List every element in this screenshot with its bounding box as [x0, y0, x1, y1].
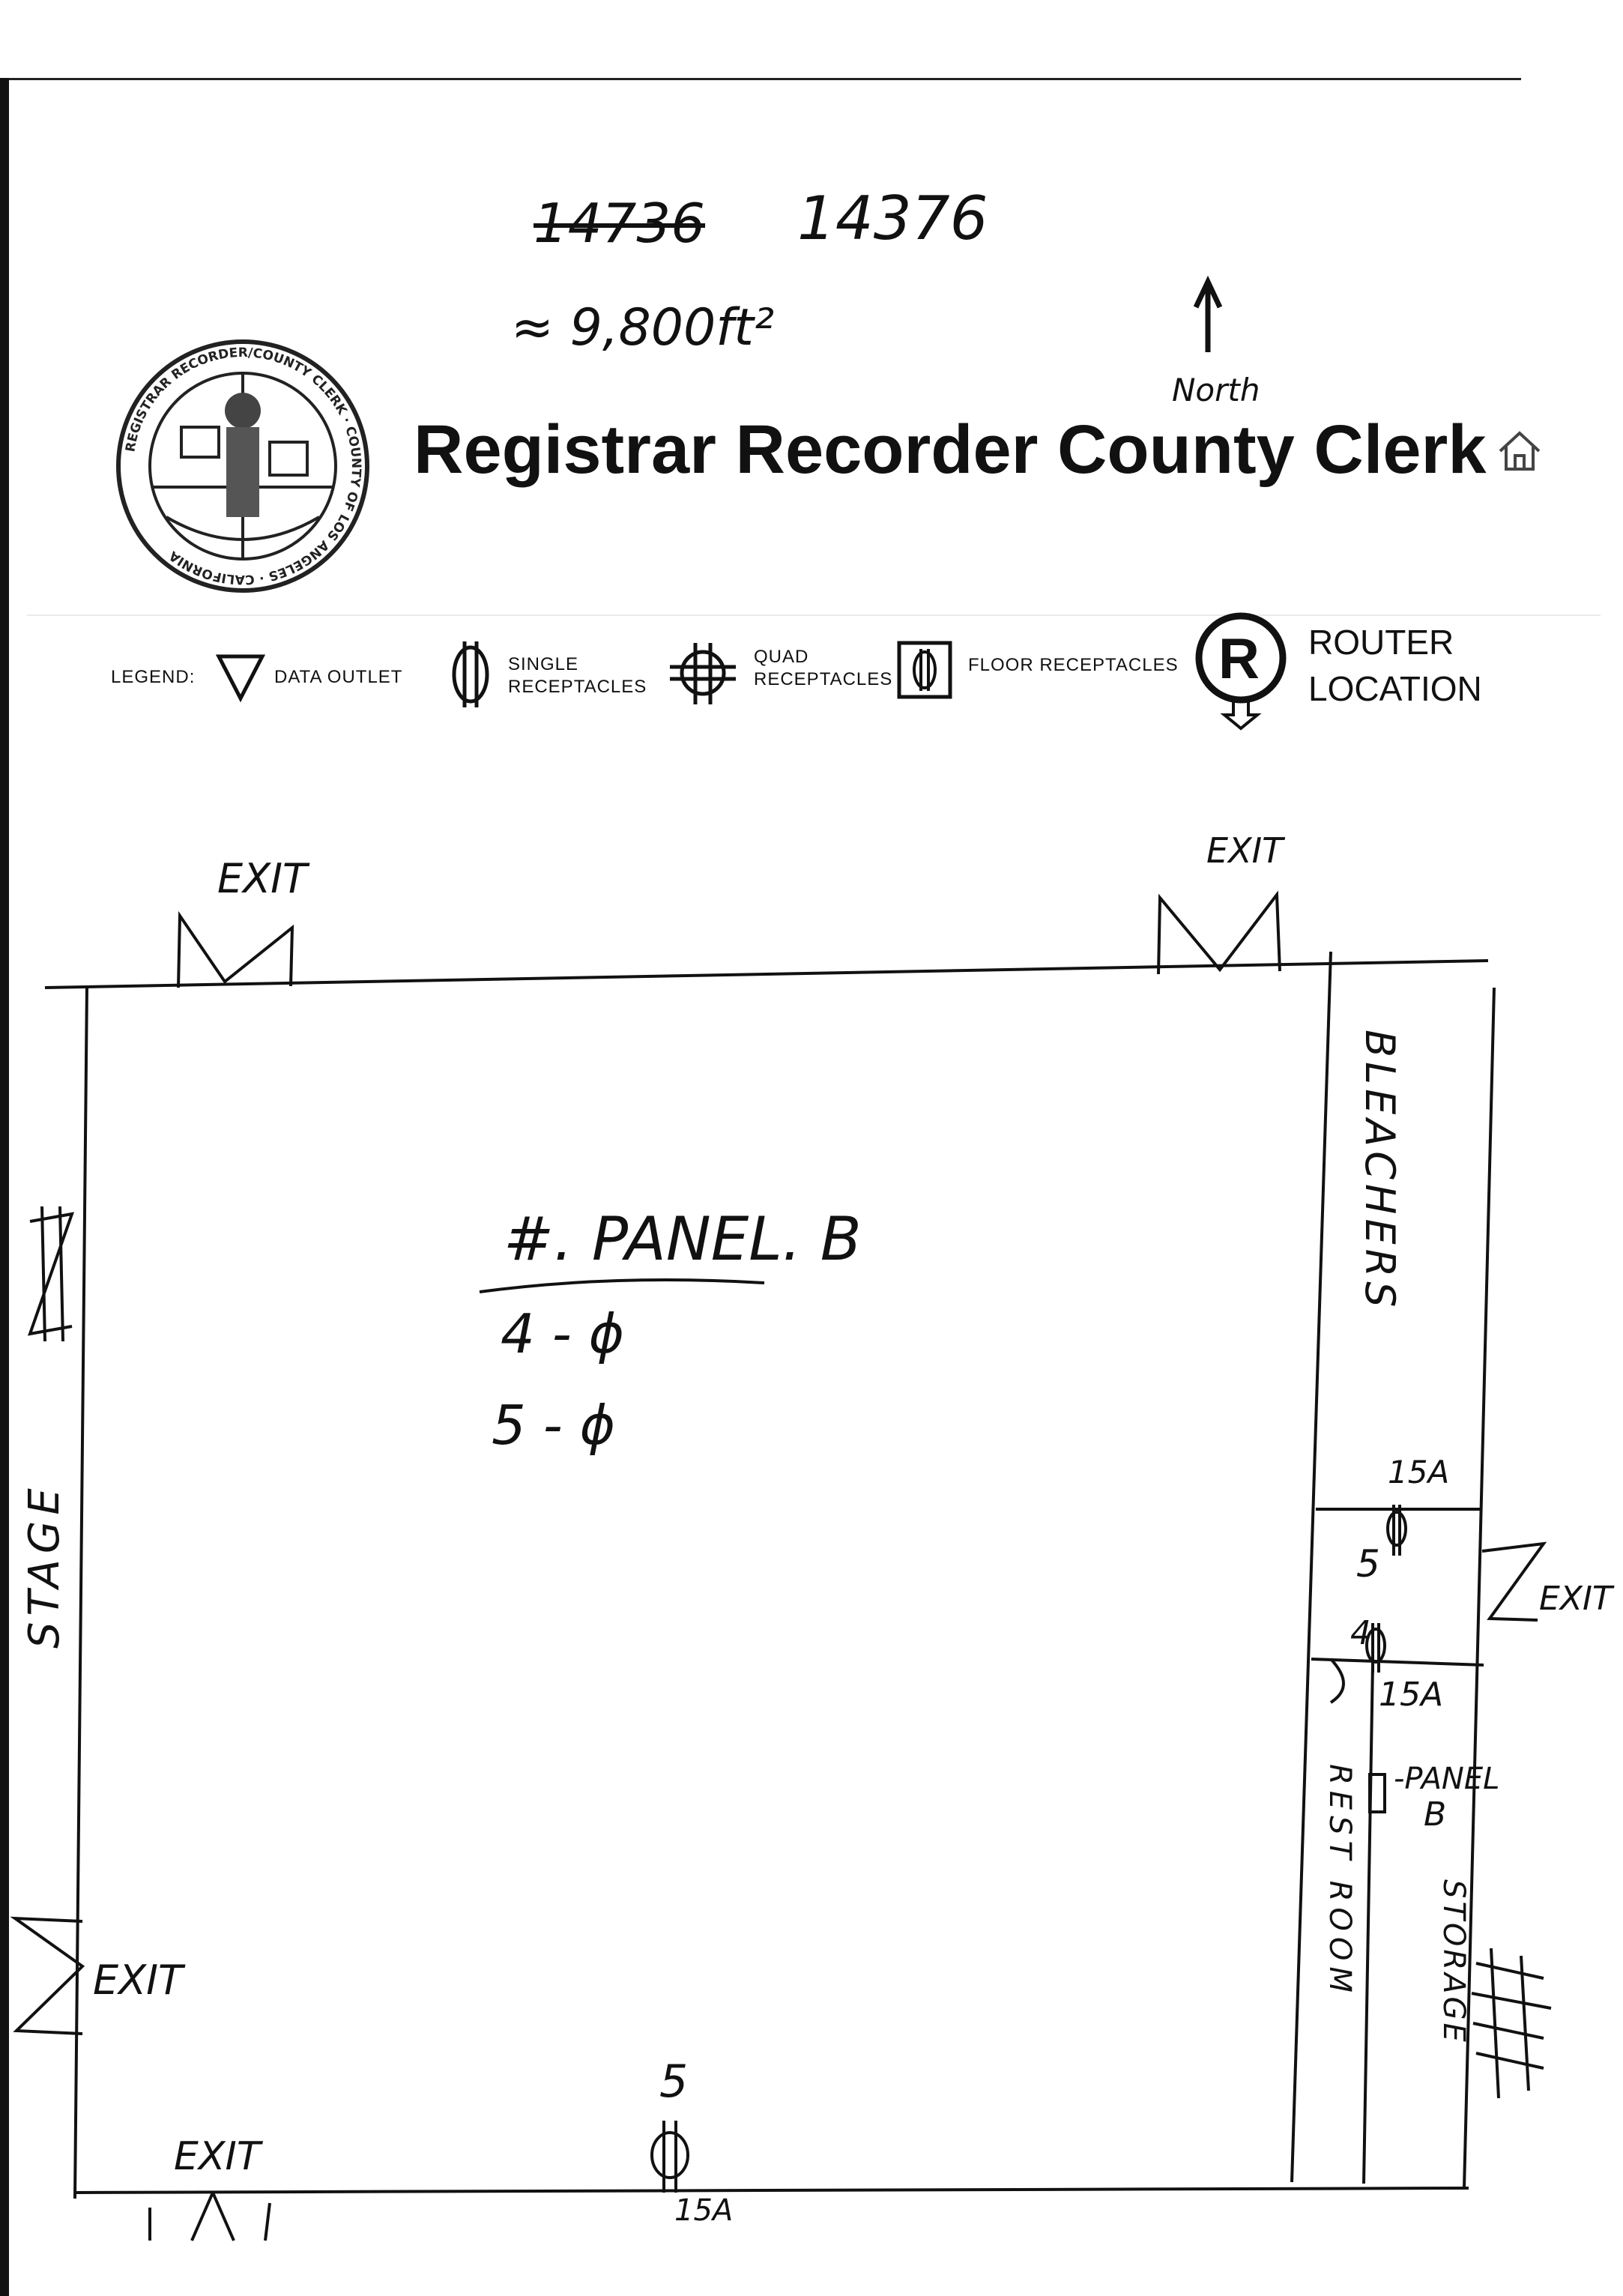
scan-left-edge	[0, 78, 9, 2296]
struck-site-number: 14736	[534, 192, 706, 255]
panel-right-label: -PANEL	[1394, 1762, 1500, 1796]
exit-label-west: EXIT	[93, 1957, 184, 2004]
west-wall	[73, 985, 88, 2199]
exit-label-south: EXIT	[174, 2134, 261, 2179]
exit-door-south	[148, 2192, 271, 2241]
exit-door-north-west	[177, 910, 294, 988]
exit-door-east	[1481, 1541, 1547, 1622]
exit-label-north-east: EXIT	[1206, 830, 1284, 871]
legend-data-outlet-label: DATA OUTLET	[274, 667, 403, 687]
stage-label: STAGE	[20, 1482, 69, 1649]
storage-steps	[1471, 1948, 1552, 2099]
page-top-rule	[7, 78, 1521, 80]
receptacle-right-mid-count: 4	[1350, 1614, 1371, 1652]
legend-single-label: SINGLE RECEPTACLES	[508, 654, 647, 697]
stage-steps	[27, 1206, 75, 1342]
legend-floor-label: FLOOR RECEPTACLES	[968, 655, 1179, 675]
restroom-wall	[1362, 1663, 1374, 2184]
area-note: ≈ 9,800ft²	[511, 298, 775, 357]
receptacle-right-mid-amp: 15A	[1379, 1676, 1444, 1714]
north-label: North	[1172, 372, 1260, 408]
panel-note-title: #. PANEL. B	[504, 1204, 862, 1274]
storage-label: STORAGE	[1436, 1879, 1471, 2045]
receptacle-right-top-count: 5	[1356, 1542, 1380, 1586]
room-divider-2	[1311, 1658, 1484, 1667]
home-icon	[1499, 431, 1541, 471]
receptacle-bottom-count: 5	[659, 2055, 689, 2108]
bleachers-label: BLEACHERS	[1356, 1030, 1403, 1312]
exit-door-west	[10, 1916, 85, 2035]
south-wall	[74, 2187, 1469, 2194]
floor-receptacle-icon	[897, 641, 952, 699]
page-title: Registrar Recorder County Clerk	[414, 411, 1487, 488]
receptacle-right-top-amp: 15A	[1388, 1454, 1450, 1490]
header-divider	[27, 614, 1601, 616]
county-seal-icon: REGISTRAR RECORDER/COUNTY CLERK · COUNTY…	[116, 339, 369, 593]
rest-room-label: REST ROOM	[1323, 1764, 1357, 1999]
quad-receptacle-icon	[670, 643, 736, 704]
exit-label-north-west: EXIT	[217, 855, 308, 902]
receptacle-bottom-amp: 15A	[674, 2193, 734, 2228]
panel-note-line-1: 4 - ɸ	[501, 1302, 625, 1365]
legend-quad-label: QUAD RECEPTACLES	[754, 647, 893, 689]
panel-right-sub: B	[1424, 1795, 1447, 1834]
site-number: 14376	[797, 184, 988, 253]
exit-label-east: EXIT	[1539, 1580, 1613, 1618]
panel-note-line-2: 5 - ɸ	[492, 1394, 616, 1457]
panel-b-box	[1368, 1773, 1386, 1813]
data-outlet-icon	[215, 654, 266, 703]
single-receptacle-bottom	[650, 2121, 689, 2193]
legend-heading: LEGEND:	[111, 667, 196, 687]
single-receptacle-icon	[452, 641, 489, 707]
panel-note-underline	[479, 1278, 765, 1293]
legend-router-label: ROUTER LOCATION	[1308, 623, 1482, 709]
exit-door-north-east	[1157, 890, 1281, 975]
single-receptacle-right-top	[1386, 1505, 1407, 1556]
router-symbol: R	[1218, 627, 1260, 691]
north-wall	[44, 959, 1489, 989]
